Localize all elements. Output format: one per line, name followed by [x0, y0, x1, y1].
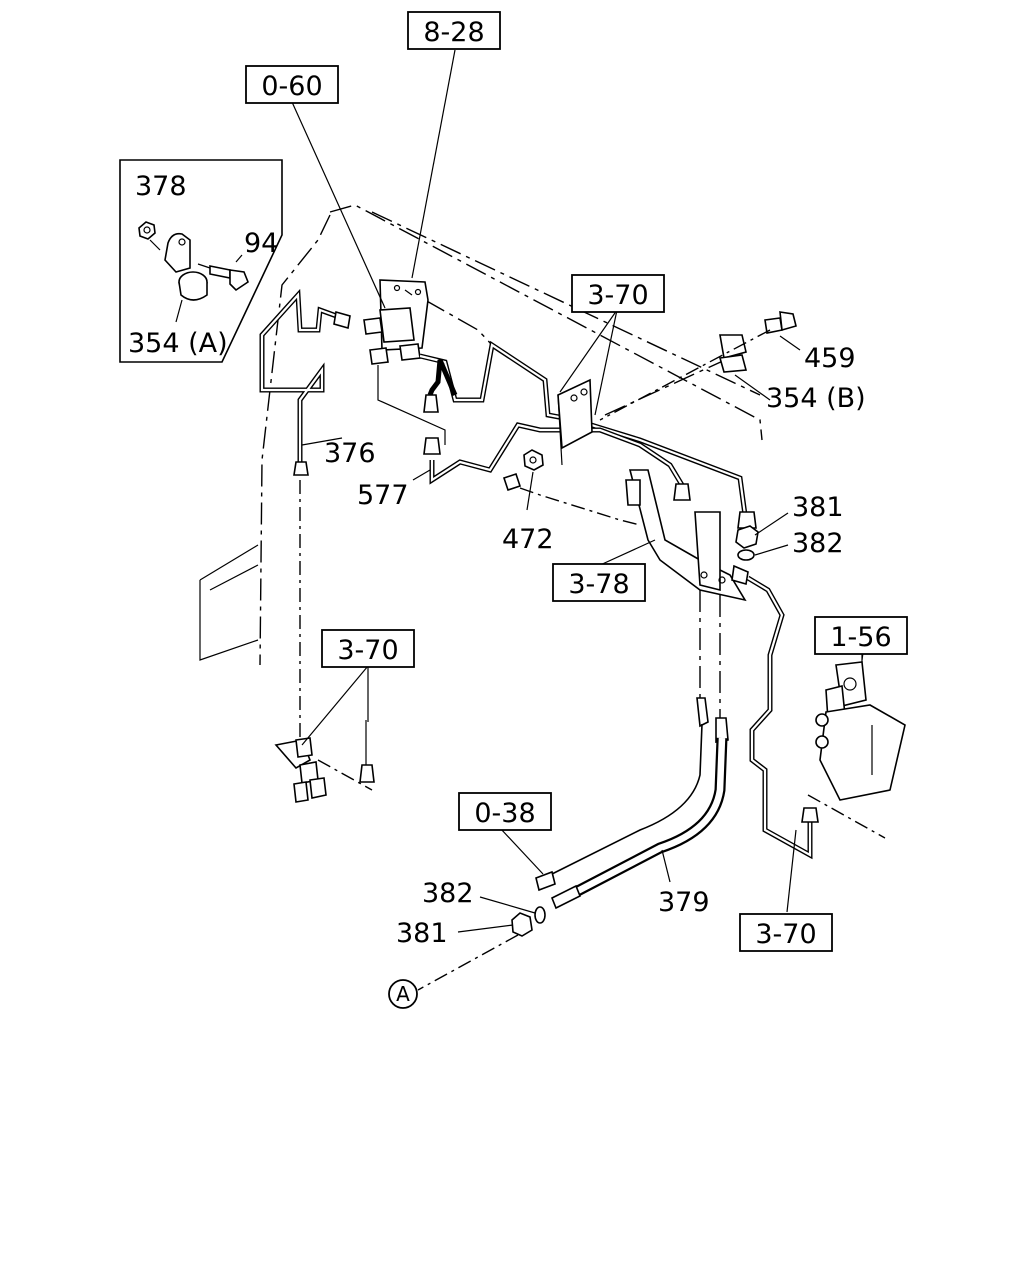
callout-0-60-label: 0-60 [261, 71, 322, 102]
valve-1-56 [807, 640, 906, 839]
fittings-381-382-top [731, 525, 759, 586]
nut-472 [523, 449, 544, 471]
callout-3-70-left-label: 3-70 [337, 635, 398, 666]
callout-0-38[interactable]: 0-38 [458, 792, 552, 831]
part-382-bottom-label: 382 [422, 878, 474, 909]
callout-1-56[interactable]: 1-56 [814, 616, 908, 655]
bracket-3-70-top [557, 378, 593, 466]
marker-a-label: A [396, 982, 410, 1006]
callout-8-28[interactable]: 8-28 [407, 11, 501, 50]
callout-8-28-label: 8-28 [423, 17, 484, 48]
callout-1-56-label: 1-56 [830, 622, 891, 653]
callout-3-70-bottom[interactable]: 3-70 [739, 913, 833, 952]
part-382-top-label: 382 [792, 528, 844, 559]
part-381-top-label: 381 [792, 492, 844, 523]
part-379-label: 379 [658, 887, 710, 918]
frame-outline [199, 204, 763, 666]
marker-a[interactable]: A [388, 979, 418, 1009]
part-94-label: 94 [244, 228, 278, 259]
part-381-bottom-label: 381 [396, 918, 448, 949]
part-577-label: 577 [357, 480, 409, 511]
inset-detail-354a [119, 159, 283, 363]
clip-354b [599, 311, 797, 421]
callout-0-38-label: 0-38 [474, 798, 535, 829]
part-472-label: 472 [502, 524, 554, 555]
callout-3-70-top[interactable]: 3-70 [571, 274, 665, 313]
valve-assembly-top [363, 279, 446, 445]
bracket-354a [164, 232, 208, 301]
bolt-94 [197, 263, 249, 292]
pipe-right [746, 575, 819, 860]
leader-lines [291, 49, 866, 933]
nut-378 [138, 221, 156, 240]
part-354a-label: 354 (A) [128, 328, 228, 359]
callout-0-60[interactable]: 0-60 [245, 65, 339, 104]
callout-3-70-bottom-label: 3-70 [755, 919, 816, 950]
bracket-3-78 [625, 469, 747, 602]
part-459-label: 459 [804, 343, 856, 374]
callout-3-70-left[interactable]: 3-70 [321, 629, 415, 668]
callout-3-70-top-label: 3-70 [587, 280, 648, 311]
fittings-381-382-bottom [417, 906, 546, 991]
part-378-label: 378 [135, 171, 187, 202]
pipe-376 [259, 288, 351, 740]
callout-3-78-label: 3-78 [568, 569, 629, 600]
part-376-label: 376 [324, 438, 376, 469]
hose-379 [535, 590, 729, 910]
fitting-3-70-left [274, 720, 375, 803]
part-354b-label: 354 (B) [766, 383, 866, 414]
callout-3-78[interactable]: 3-78 [552, 563, 646, 602]
main-pipes [419, 340, 757, 529]
